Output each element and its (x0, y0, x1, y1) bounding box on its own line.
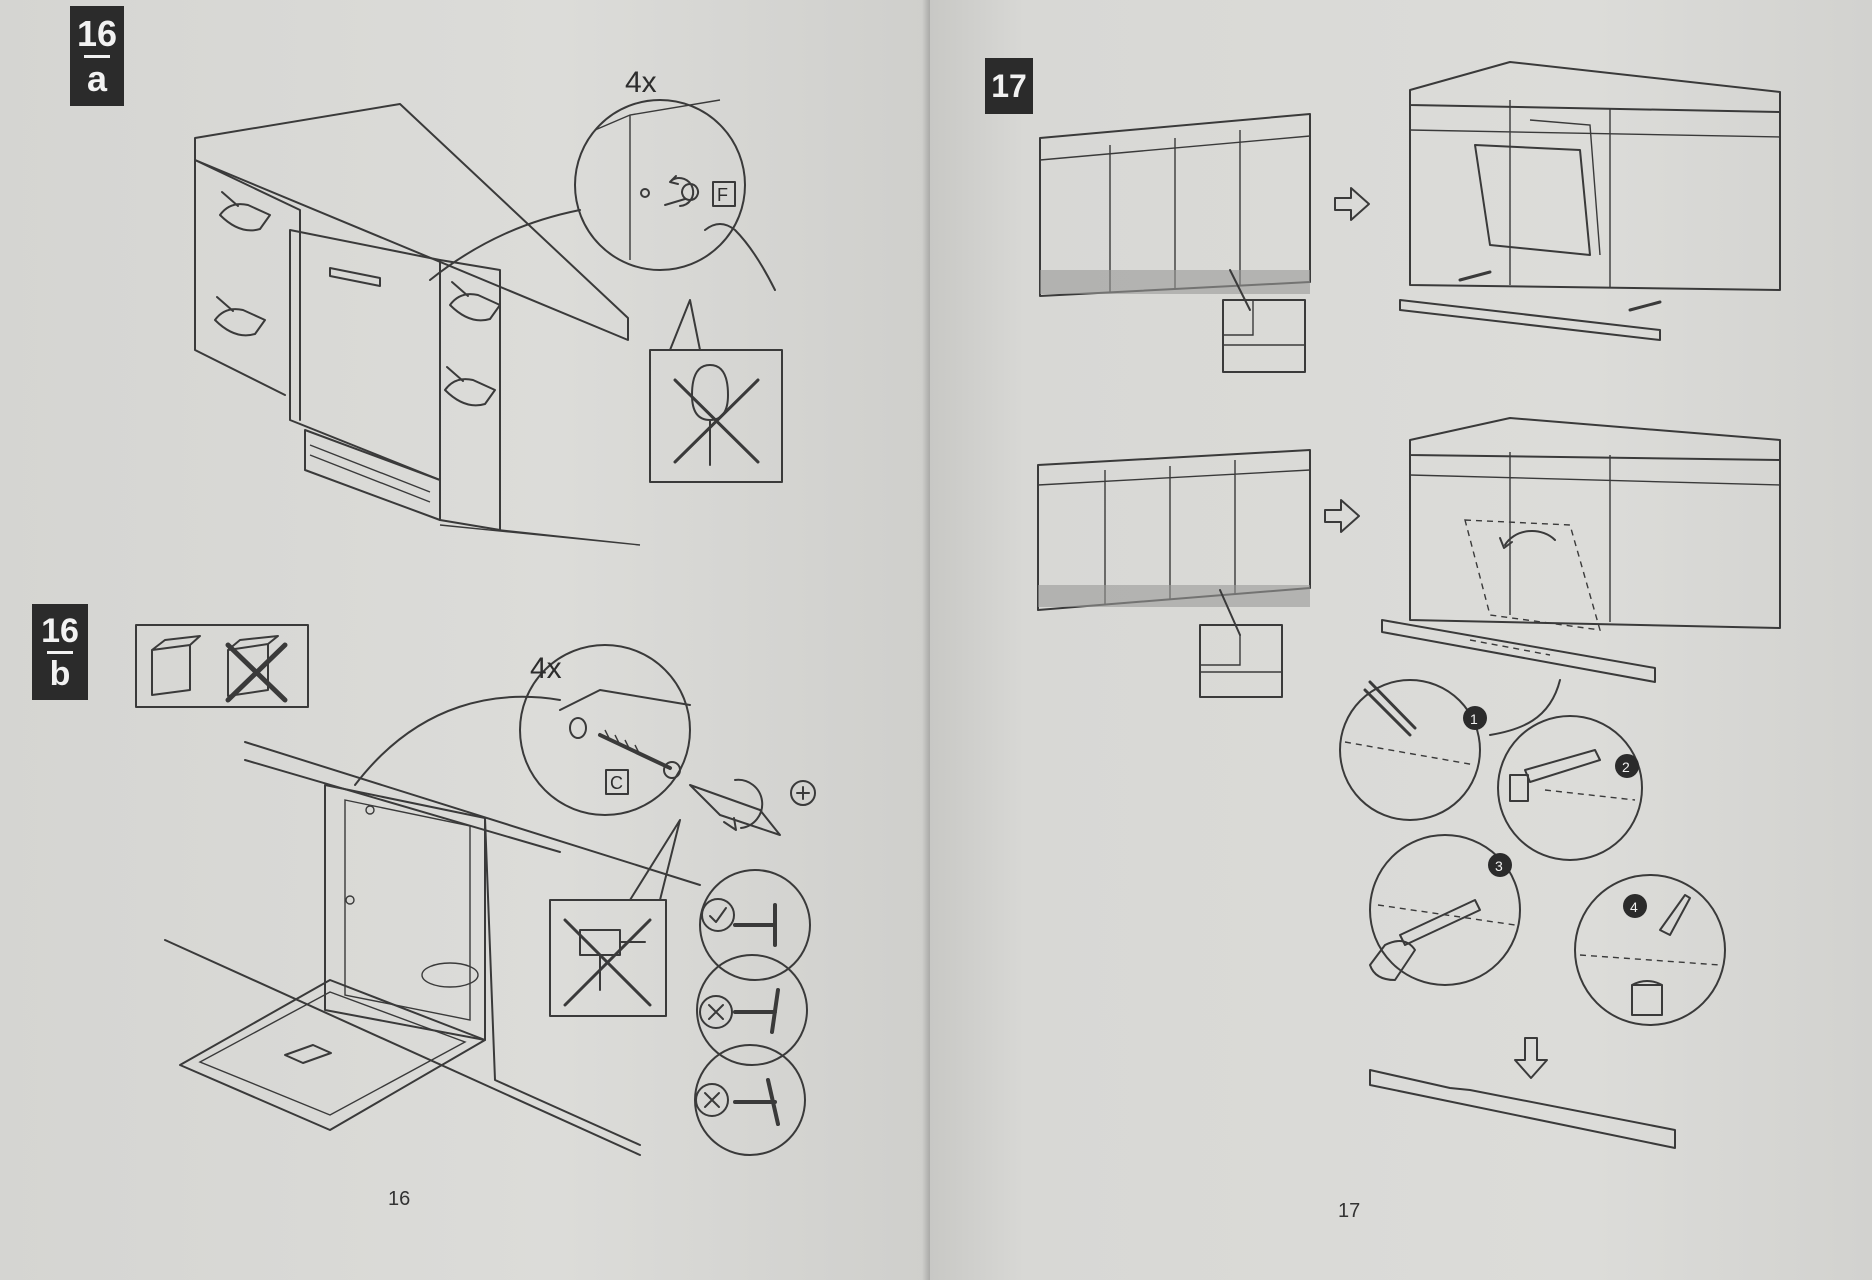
pointing-hand-icon (219, 191, 271, 232)
substep-1-circle (1339, 679, 1481, 821)
step-17-badge: 17 (985, 58, 1033, 114)
finished-plinth-strip (1369, 1069, 1676, 1149)
substep-3-circle (1369, 834, 1521, 986)
drill-prohibited-icon (549, 899, 667, 1017)
step-16a-badge: 16 a (70, 6, 124, 106)
part-f-label: F (717, 185, 728, 205)
hollow-arrow-right-icon (1324, 499, 1360, 533)
step-16a-number: 16 (76, 12, 118, 54)
saw-icon (1509, 749, 1601, 802)
svg-text:1: 1 (1470, 711, 1478, 727)
plinth-strip-2 (1381, 619, 1656, 683)
part-c-label: C (610, 773, 623, 793)
pointing-hand-icon (444, 366, 496, 407)
step-16a-illustration: F 4x (194, 66, 783, 546)
plinth-detail-box-2 (1199, 624, 1283, 698)
rotate-arrow-icon (723, 778, 764, 831)
step-16b-illustration: 4x C (135, 624, 816, 1156)
step-16b-badge: 16 b (32, 604, 88, 700)
cabinet-options-box (135, 624, 309, 708)
substep-4-circle (1574, 874, 1726, 1026)
svg-text:4: 4 (1630, 899, 1638, 915)
hollow-arrow-right-icon (1334, 187, 1370, 221)
correct-fit-circle (699, 869, 811, 981)
step-16b-number: 16 (41, 611, 79, 650)
substep-2-circle (1497, 715, 1643, 861)
svg-text:3: 3 (1495, 858, 1503, 874)
plus-icon (790, 780, 816, 806)
part-c-box (605, 769, 629, 795)
cross-icon (695, 1083, 729, 1117)
pointing-hand-icon (449, 281, 501, 322)
pointing-hand-icon (214, 296, 266, 337)
wrong-fit-circle-1 (696, 954, 808, 1066)
page-number-left: 16 (388, 1188, 411, 1210)
substep-1-marker (1463, 706, 1487, 730)
hollow-arrow-down-icon (1514, 1037, 1548, 1079)
count-16a-label: 4x (625, 66, 657, 99)
detail-circle-16b (519, 644, 691, 816)
rotate-arrow-icon (669, 175, 695, 207)
step-16b-letter: b (49, 654, 71, 693)
paintbrush-icon (1631, 894, 1691, 1016)
plinth-detail-box-1 (1222, 299, 1306, 373)
check-icon (701, 898, 735, 932)
cross-icon (699, 995, 733, 1029)
page-left: 16 a 16 b (0, 0, 930, 1280)
plinth-strip-1 (1399, 299, 1661, 341)
step-17-illustration: 1 2 3 (1037, 61, 1781, 1149)
screwdriver-prohibited-icon (649, 349, 783, 483)
substep-4-marker (1623, 894, 1647, 918)
svg-text:2: 2 (1622, 759, 1630, 775)
file-icon (1369, 899, 1481, 981)
detail-circle-16a (574, 99, 746, 271)
pencil-icon (1363, 680, 1417, 737)
count-16b-label: 4x (530, 652, 562, 685)
page-number-right: 17 (1338, 1200, 1361, 1222)
part-f-box (712, 181, 736, 207)
step-17-number: 17 (991, 68, 1027, 104)
step-16a-letter: a (86, 57, 108, 99)
substep-3-marker (1488, 853, 1512, 877)
page-right: 17 (930, 0, 1872, 1280)
substep-2-marker (1615, 754, 1639, 778)
